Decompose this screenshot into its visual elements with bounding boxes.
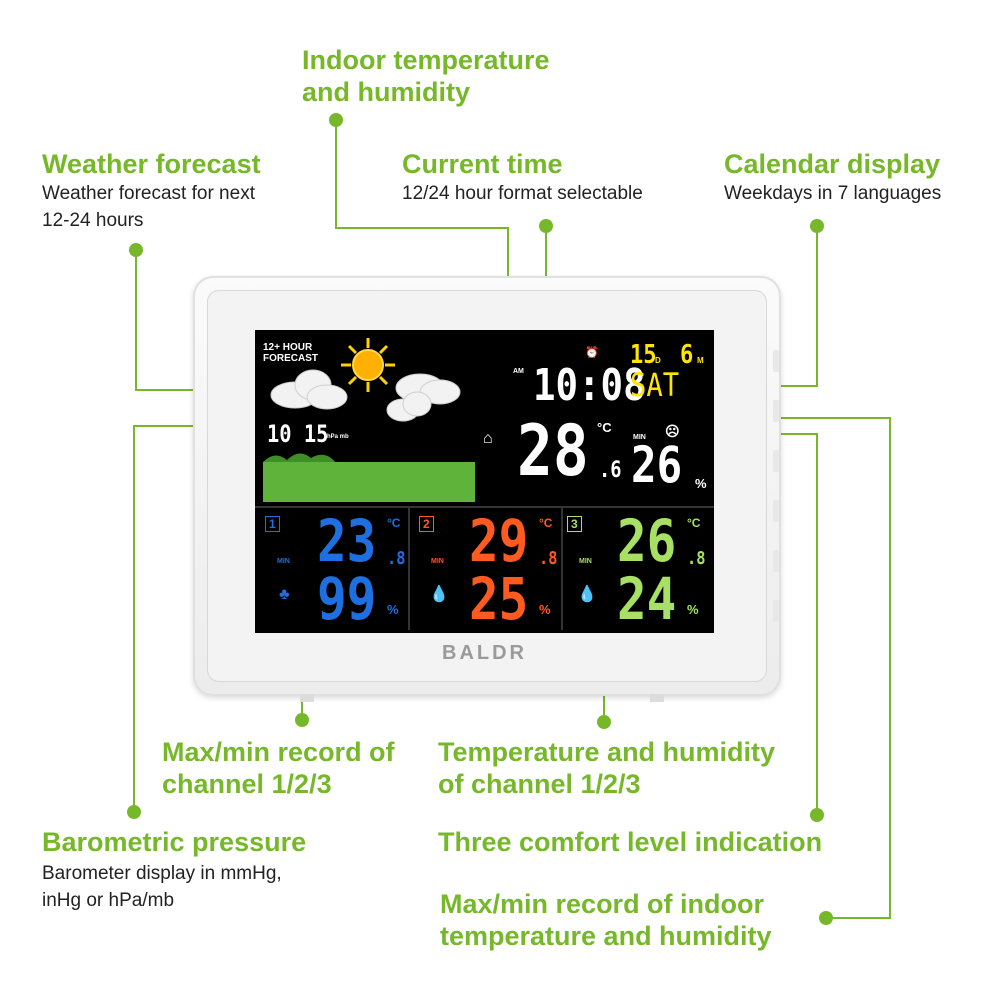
alarm-icon: ⏰ — [585, 347, 599, 359]
calendar-sub: Weekdays in 7 languages — [724, 183, 942, 204]
channel-3-temp-unit: °C — [687, 516, 701, 530]
screen-divider — [255, 506, 714, 508]
side-button — [773, 350, 779, 372]
channel-1-humidity-unit: % — [387, 602, 399, 617]
calendar-dot — [810, 219, 824, 233]
maxmin-ch-dot — [295, 713, 309, 727]
forecast-sub: Weather forecast for next 12-24 hours — [42, 180, 255, 234]
temp-ch-dot — [597, 715, 611, 729]
device-foot — [300, 694, 314, 702]
side-button — [773, 400, 779, 422]
pressure-unit: hPa mb — [327, 434, 349, 440]
baro-sub-line2: inHg or hPa/mb — [42, 890, 175, 911]
forecast-sub-line2: 12-24 hours — [42, 210, 144, 231]
indoor-humidity: 26 — [631, 436, 683, 494]
channel-1-min: MIN — [277, 558, 290, 565]
time-dot — [539, 219, 553, 233]
humidity-drop-icon: 💧 — [577, 586, 597, 603]
temp-channel-line2: of channel 1/2/3 — [438, 769, 641, 799]
calendar-month: 6 — [680, 340, 694, 370]
channel-3-temp: 26 — [617, 507, 677, 575]
forecast-label: Weather forecast — [42, 149, 261, 179]
tree-icon: ♣ — [279, 586, 290, 603]
time-sub: 12/24 hour format selectable — [402, 183, 643, 204]
maxmin-indoor-label: Max/min record of indoor temperature and… — [440, 888, 772, 952]
channel-2-min: MIN — [431, 558, 444, 565]
baro-dot — [127, 805, 141, 819]
maxmin-indoor-line1: Max/min record of indoor — [440, 889, 765, 919]
side-button — [773, 550, 779, 572]
channel-1-number: 1 — [265, 516, 280, 532]
temp-channel-label: Temperature and humidity of channel 1/2/… — [438, 736, 775, 800]
calendar-weekday: SAT — [630, 366, 680, 404]
indoor-humidity-unit: % — [695, 476, 707, 491]
channel-1-temp: 23 — [317, 507, 377, 575]
baro-sub-line1: Barometer display in mmHg, — [42, 863, 282, 884]
maxmin-indoor-line2: temperature and humidity — [440, 921, 772, 951]
channel-1-temp-decimal: .8 — [387, 548, 406, 569]
time-display: 10:08 — [533, 360, 646, 411]
side-button — [773, 500, 779, 522]
channel-2-humidity-unit: % — [539, 602, 551, 617]
calendar-label: Calendar display — [724, 149, 941, 179]
forecast-sub-line1: Weather forecast for next — [42, 183, 255, 204]
temp-channel-line1: Temperature and humidity — [438, 737, 776, 767]
maxmin-channel-line2: channel 1/2/3 — [162, 769, 332, 799]
channel-3-number: 3 — [567, 516, 582, 532]
lcd-screen: 12+ HOUR FORECAST 10 15 hPa mb AM 10:08 … — [255, 330, 714, 633]
indoor-min-label: MIN — [633, 434, 646, 441]
channel-2-humidity: 25 — [469, 565, 529, 633]
indoor-label: Indoor temperature and humidity — [302, 44, 550, 108]
device-foot — [650, 694, 664, 702]
channel-1-humidity: 99 — [317, 565, 377, 633]
channel-1-temp-unit: °C — [387, 516, 401, 530]
maxmin-in-dot — [819, 911, 833, 925]
indoor-label-line1: Indoor temperature — [302, 45, 550, 75]
time-label: Current time — [402, 149, 563, 179]
humidity-drop-icon: 💧 — [429, 586, 449, 603]
channel-3-humidity: 24 — [617, 565, 677, 633]
side-button — [773, 450, 779, 472]
channel-2-temp-unit: °C — [539, 516, 553, 530]
comfort-face-icon: ☹ — [665, 423, 680, 439]
calendar-day: 15 — [630, 340, 657, 370]
channel-3-temp-decimal: .8 — [687, 548, 706, 569]
forecast-screen-line1: 12+ HOUR — [263, 342, 313, 353]
comfort-label: Three comfort level indication — [438, 827, 823, 857]
comfort-dot — [810, 808, 824, 822]
indoor-dot — [329, 113, 343, 127]
am-indicator: AM — [513, 368, 524, 375]
channel-3-humidity-unit: % — [687, 602, 699, 617]
channel-2-number: 2 — [419, 516, 434, 532]
channel-divider — [408, 508, 410, 630]
maxmin-channel-line1: Max/min record of — [162, 737, 395, 767]
calendar-day-unit: D — [655, 356, 661, 365]
indoor-temp-decimal: .6 — [599, 458, 622, 483]
channel-2-temp: 29 — [469, 507, 529, 575]
indoor-house-icon: ⌂ — [483, 430, 493, 447]
brand-logo: BALDR — [442, 642, 527, 664]
indoor-temp-unit: °C — [597, 420, 612, 435]
channel-2-temp-decimal: .8 — [539, 548, 558, 569]
baro-label: Barometric pressure — [42, 827, 307, 857]
forecast-dot — [129, 243, 143, 257]
maxmin-channel-label: Max/min record of channel 1/2/3 — [162, 736, 395, 800]
pressure-value: 10 15 — [267, 420, 329, 448]
calendar-month-unit: M — [697, 356, 704, 365]
indoor-temp: 28 — [517, 410, 589, 492]
channel-3-min: MIN — [579, 558, 592, 565]
side-button — [773, 600, 779, 622]
channel-divider — [561, 508, 563, 630]
indoor-label-line2: and humidity — [302, 77, 470, 107]
forecast-screen-line2: FORECAST — [263, 353, 318, 364]
baro-sub: Barometer display in mmHg, inHg or hPa/m… — [42, 860, 282, 914]
forecast-weather-icon — [263, 338, 475, 502]
forecast-screen-label: 12+ HOUR FORECAST — [263, 342, 318, 364]
